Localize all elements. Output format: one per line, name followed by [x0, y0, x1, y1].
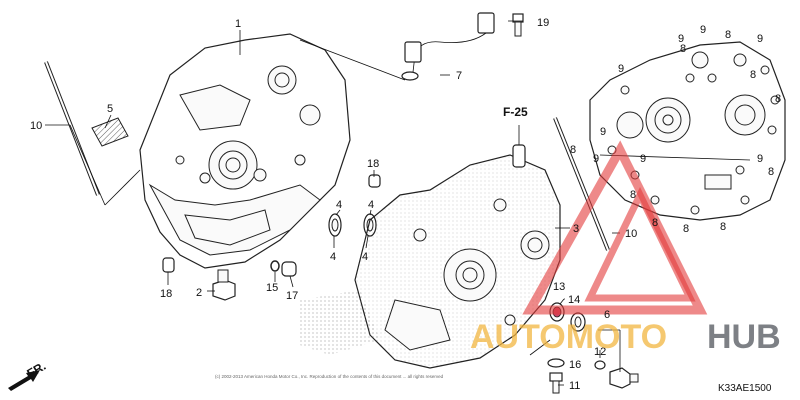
diagram-code: K33AE1500	[718, 383, 772, 394]
callout-4d: 4	[362, 251, 368, 263]
callout-18b: 18	[367, 158, 379, 170]
watermark-text-dark: HUB	[707, 318, 781, 356]
callout-9b: 9	[678, 33, 684, 45]
callout-7: 7	[456, 70, 462, 82]
reference-label: F-25	[503, 105, 528, 119]
stud-bolt-left	[44, 61, 100, 196]
callout-9f: 9	[640, 153, 646, 165]
left-crankcase	[139, 33, 351, 269]
watermark-logo: AUTOMOTO HUB	[470, 318, 781, 356]
watermark-text-accent: AUTOMOTO	[470, 318, 667, 356]
callout-16: 16	[569, 359, 581, 371]
crankcase-cover	[589, 41, 786, 221]
callout-8e: 8	[570, 144, 576, 156]
callout-2: 2	[196, 287, 202, 299]
callout-4a: 4	[336, 199, 342, 211]
callout-6: 6	[604, 309, 610, 321]
callout-9a: 9	[618, 63, 624, 75]
copyright-text: (c) 2002-2013 American Honda Motor Co., …	[215, 374, 444, 379]
stud-bolt-right	[553, 117, 610, 251]
callout-9c: 9	[700, 24, 706, 36]
callout-9d: 9	[757, 33, 763, 45]
direction-indicator: FR.	[8, 359, 48, 391]
callout-13: 13	[553, 281, 565, 293]
callout-19: 19	[537, 17, 549, 29]
callout-4c: 4	[330, 251, 336, 263]
callout-8h: 8	[683, 223, 689, 235]
dowel-pins	[162, 174, 381, 273]
callout-18a: 18	[160, 288, 172, 300]
callout-8i: 8	[720, 221, 726, 233]
oring-and-dowel	[270, 260, 297, 277]
callout-15: 15	[266, 282, 278, 294]
callout-8f: 8	[630, 189, 636, 201]
callout-8g: 8	[652, 217, 658, 229]
callout-10a: 10	[30, 120, 42, 132]
callout-4b: 4	[368, 199, 374, 211]
bolt-19	[512, 13, 524, 37]
callout-10b: 10	[625, 228, 637, 240]
callout-11: 11	[569, 380, 580, 392]
callout-8j: 8	[750, 69, 756, 81]
callout-9h: 9	[600, 126, 606, 138]
callout-labels: 1 2 3 4 4 4 4 5 6 7 8 8 8 8 8 8 8 8 8 8 …	[30, 17, 781, 392]
drain-bolt	[212, 269, 236, 301]
watermark-triangles	[522, 140, 708, 315]
callout-5: 5	[107, 103, 113, 115]
callout-9e: 9	[593, 153, 599, 165]
sensor-assembly	[401, 12, 495, 81]
callout-8a: 8	[680, 43, 686, 55]
callout-8c: 8	[775, 93, 781, 105]
callout-3: 3	[573, 223, 579, 235]
direction-arrow-icon	[8, 370, 40, 391]
washer-and-bolt	[547, 358, 565, 394]
shaded-area	[300, 290, 380, 355]
switch-assembly	[594, 360, 639, 389]
callout-1: 1	[235, 18, 241, 30]
strainer-screen	[91, 117, 129, 147]
callout-8d: 8	[768, 166, 774, 178]
callout-9g: 9	[757, 153, 763, 165]
right-crankcase	[354, 125, 561, 369]
callout-14: 14	[568, 294, 580, 306]
callout-8b: 8	[725, 29, 731, 41]
callout-12: 12	[594, 346, 606, 358]
callout-17: 17	[286, 290, 298, 302]
